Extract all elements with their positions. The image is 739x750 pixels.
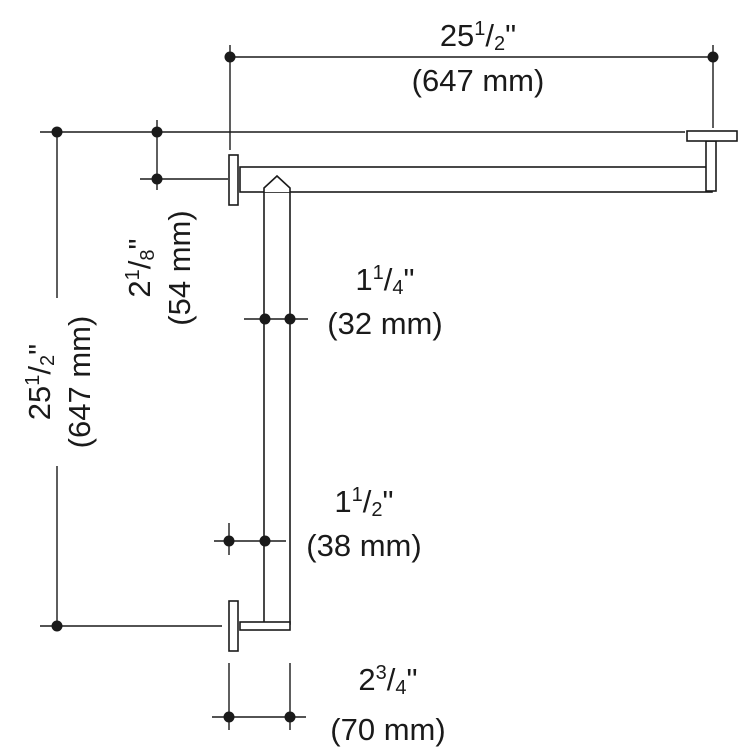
left-bottom-flange xyxy=(228,600,239,652)
top-width-metric: (647 mm) xyxy=(412,63,545,98)
bottom-connector xyxy=(239,621,291,631)
dim-dot xyxy=(284,313,296,325)
dimension-lines xyxy=(40,45,719,730)
right-top-flange xyxy=(686,130,738,142)
dim-dot xyxy=(223,535,235,547)
left-height-label: 251/2" (647 mm) xyxy=(22,316,97,449)
tube-diameter-label: 11/4" (32 mm) xyxy=(327,262,442,341)
tube-diameter-inches: 11/4" xyxy=(355,262,414,299)
flange-offset-inches: 21/8" xyxy=(122,238,159,297)
flange-offset-metric: (54 mm) xyxy=(162,210,197,325)
mitre-corner xyxy=(263,174,291,192)
bottom-offset-inches: 23/4" xyxy=(358,662,417,699)
dim-dot xyxy=(151,173,163,185)
dim-dot xyxy=(223,711,235,723)
left-height-inches: 251/2" xyxy=(22,344,59,420)
clearance-metric: (38 mm) xyxy=(306,528,421,563)
clearance-inches: 11/2" xyxy=(334,484,393,521)
dim-dot xyxy=(707,51,719,63)
dim-dot xyxy=(51,620,63,632)
clearance-label: 11/2" (38 mm) xyxy=(306,484,421,563)
top-width-label: 251/2" (647 mm) xyxy=(412,18,545,98)
dim-dot xyxy=(151,126,163,138)
bottom-offset-label: 23/4" (70 mm) xyxy=(330,662,445,747)
grab-bar-outline xyxy=(228,130,738,652)
flange-offset-label: 21/8" (54 mm) xyxy=(122,210,197,325)
left-height-metric: (647 mm) xyxy=(62,316,97,449)
vertical-tube xyxy=(263,191,291,625)
left-top-flange xyxy=(228,154,239,206)
right-flange-stem xyxy=(705,140,717,192)
dim-dot xyxy=(224,51,236,63)
dim-dot xyxy=(259,313,271,325)
tube-diameter-metric: (32 mm) xyxy=(327,306,442,341)
horizontal-tube xyxy=(239,166,713,193)
dim-dot xyxy=(51,126,63,138)
dim-dot xyxy=(259,535,271,547)
dim-dot xyxy=(284,711,296,723)
top-width-inches: 251/2" xyxy=(440,18,516,55)
bottom-offset-metric: (70 mm) xyxy=(330,712,445,747)
